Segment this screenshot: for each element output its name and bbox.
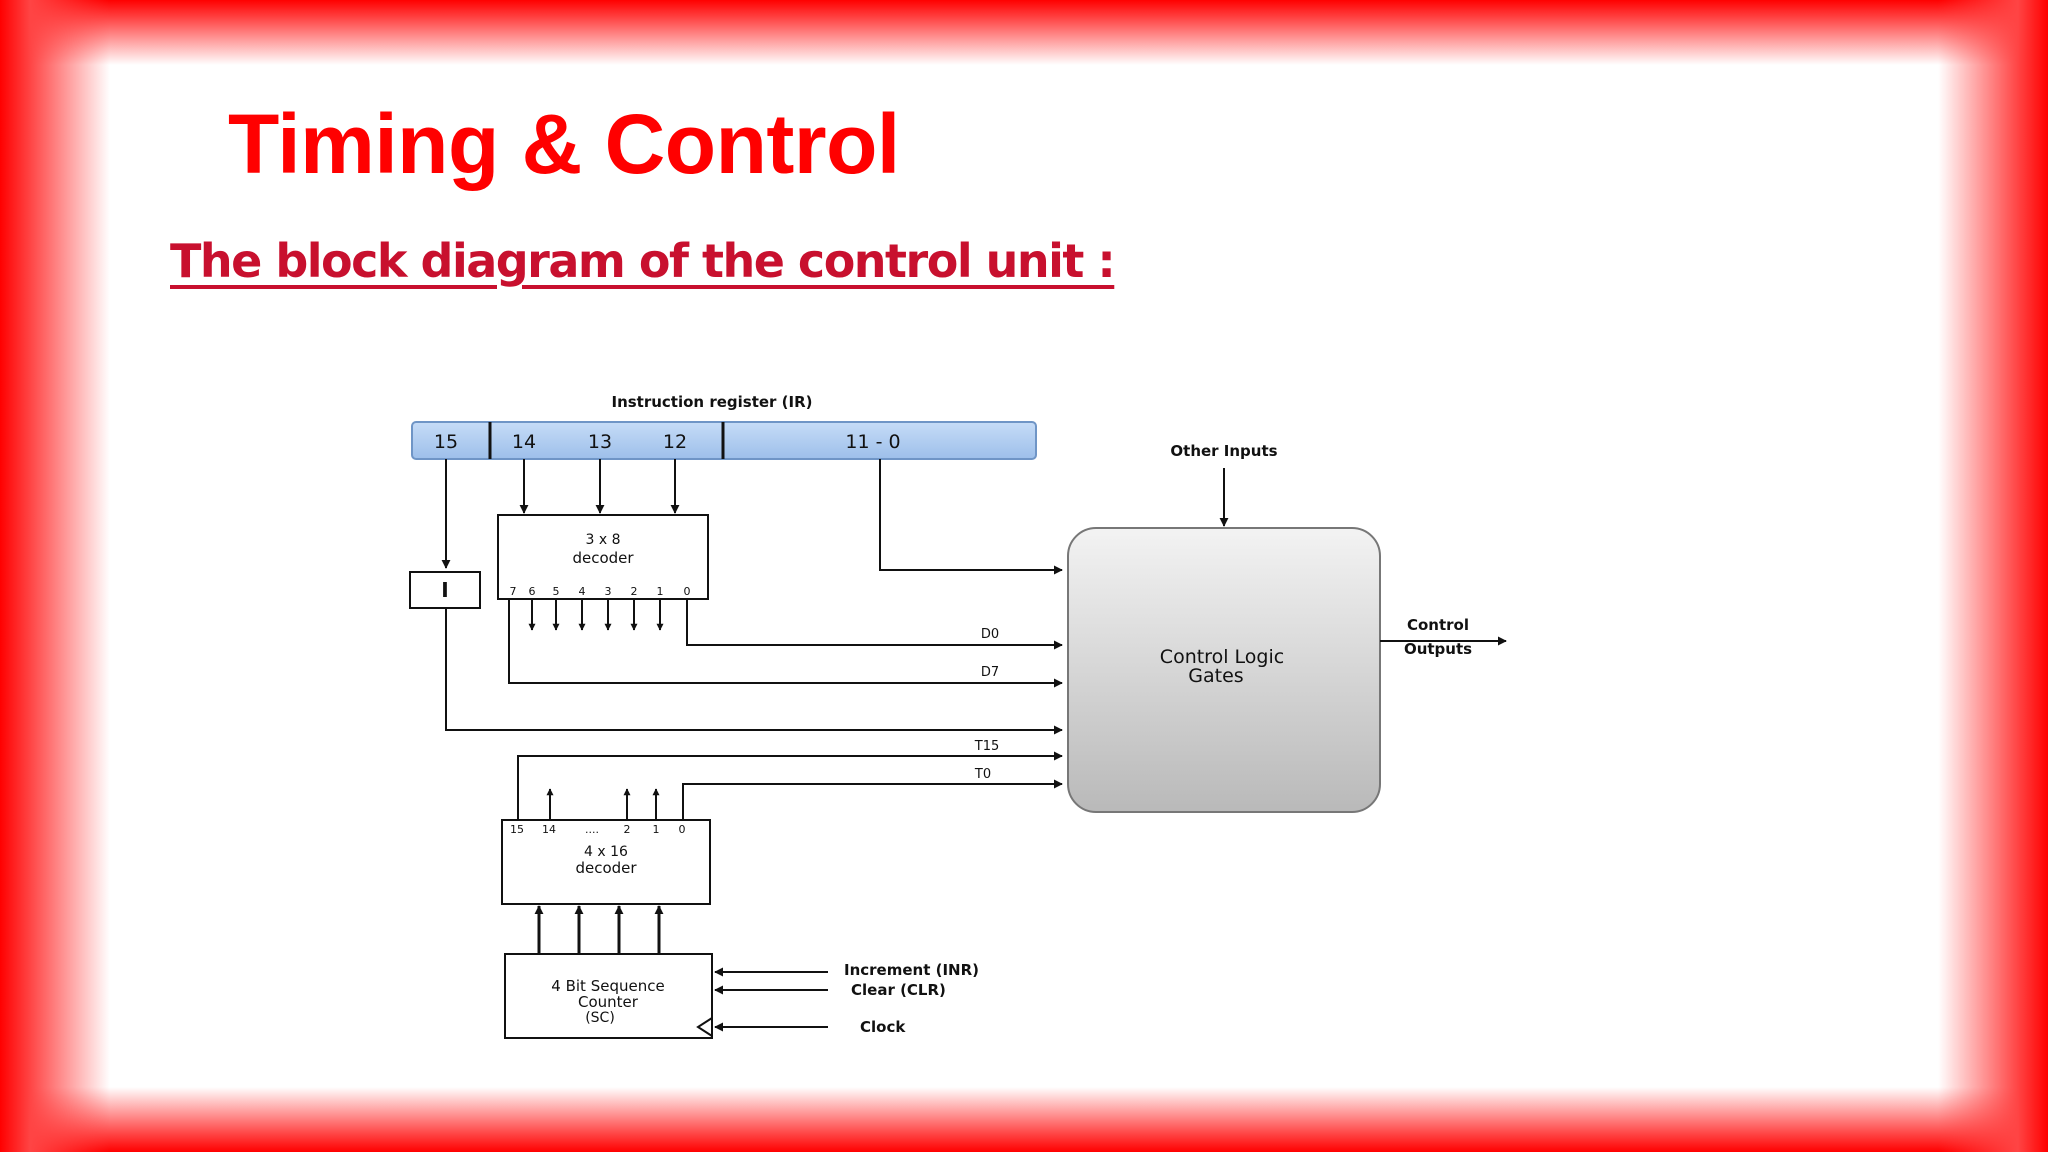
decoder-3x8-output-label: 6: [529, 585, 536, 598]
decoder-4x16-output-label: 15: [510, 823, 524, 836]
decoder-4x16-label: 4 x 16: [584, 844, 628, 860]
d0-label: D0: [981, 627, 999, 642]
control-outputs-label: Control: [1407, 616, 1469, 634]
decoder-3x8-label: decoder: [572, 549, 634, 567]
control-logic-gates: [1067, 527, 1381, 813]
control-logic-label: Gates: [1188, 665, 1243, 687]
increment-label: Increment (INR): [844, 961, 979, 979]
sequence-counter-label: 4 Bit Sequence: [551, 977, 664, 995]
i-wire: [445, 608, 1063, 735]
t15-label: T15: [974, 739, 999, 754]
i-flipflop-label: I: [441, 578, 448, 602]
sequence-counter: [504, 953, 713, 1039]
decoder-4x16-output-label: ....: [585, 823, 599, 836]
decoder-4x16-output-label: 14: [542, 823, 556, 836]
decoder-3x8-output-label: 5: [553, 585, 560, 598]
i-flipflop: [409, 571, 481, 609]
ir-field-14: 14: [512, 431, 536, 453]
ir-field-13: 13: [588, 431, 612, 453]
decoder-4x16-label: decoder: [575, 859, 637, 877]
ir-caption: Instruction register (IR): [611, 393, 812, 411]
d7-wire: [508, 599, 1063, 688]
other-inputs-label: Other Inputs: [1170, 442, 1277, 460]
control-logic-label: Control Logic: [1160, 646, 1284, 668]
decoder-3x8-output-label: 3: [605, 585, 612, 598]
control-outputs-label: Outputs: [1404, 640, 1472, 658]
t0-wire: [682, 779, 1063, 820]
decoder-3x8-output-label: 7: [510, 585, 517, 598]
decoder-3x8-output-label: 2: [631, 585, 638, 598]
clock-triangle-icon: [696, 1017, 713, 1037]
decoder-4x16-output-label: 1: [653, 823, 660, 836]
t0-label: T0: [974, 767, 991, 782]
sequence-counter-label: (SC): [585, 1010, 615, 1026]
t15-wire: [517, 751, 1063, 820]
decoder-4x16: [501, 819, 711, 905]
d0-wire: [686, 599, 1063, 650]
decoder-3x8-output-label: 0: [684, 585, 691, 598]
clock-label: Clock: [860, 1018, 906, 1036]
sequence-counter-label: Counter: [578, 993, 639, 1011]
decoder-4x16-output-label: 2: [624, 823, 631, 836]
decoder-3x8-output-label: 1: [657, 585, 664, 598]
decoder-3x8: [497, 514, 709, 600]
clear-label: Clear (CLR): [851, 981, 946, 999]
slide-subtitle: The block diagram of the control unit :: [170, 234, 1116, 288]
ir-field-12: 12: [663, 431, 687, 453]
ir11-0-wire: [879, 459, 1063, 575]
ir-field-11-0: 11 - 0: [845, 431, 900, 453]
ir-field-15: 15: [434, 431, 458, 453]
decoder-3x8-output-label: 4: [579, 585, 586, 598]
decoder-3x8-label: 3 x 8: [586, 532, 621, 548]
slide-title: Timing & Control: [228, 97, 900, 191]
decoder-4x16-output-label: 0: [679, 823, 686, 836]
d7-label: D7: [981, 665, 999, 680]
